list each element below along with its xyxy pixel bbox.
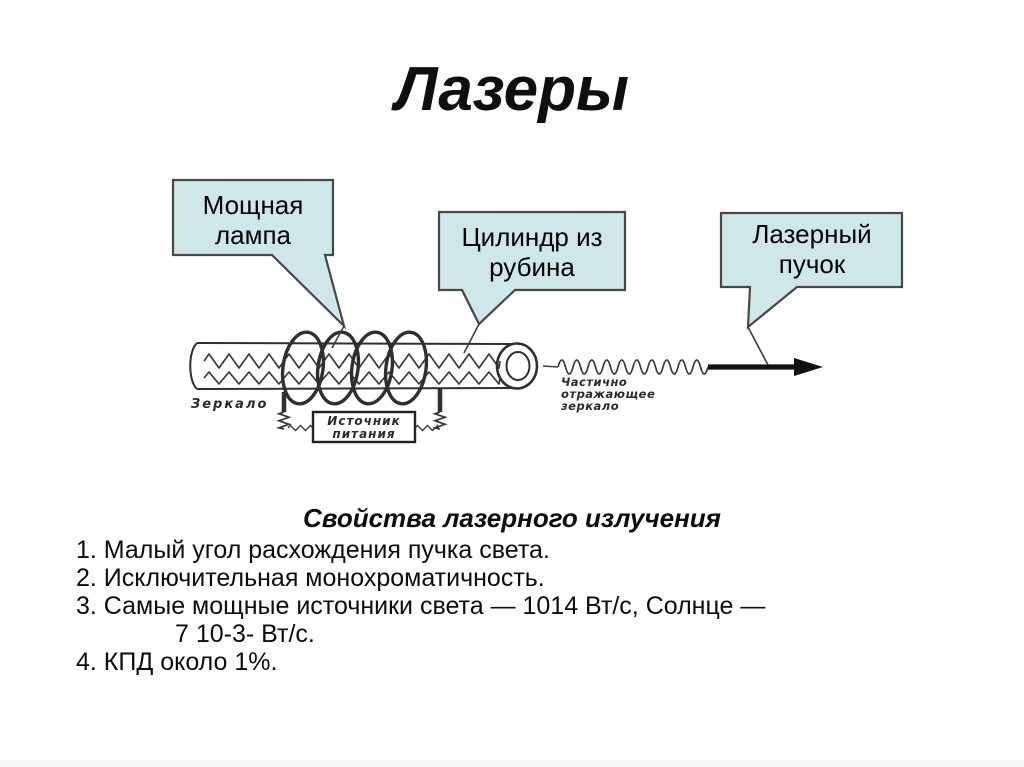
leader-line-lamp bbox=[331, 325, 345, 349]
leader-line-beam bbox=[747, 326, 769, 366]
arrow-head bbox=[794, 358, 823, 376]
list-item-3-continued: 7 10-3- Вт/с. bbox=[175, 620, 315, 648]
coil-turn bbox=[349, 330, 395, 406]
ruby-cylinder-drawing bbox=[189, 342, 539, 390]
callout-bubble-shape bbox=[437, 210, 627, 326]
callout-ruby-line2: рубина bbox=[489, 252, 575, 282]
callout-powerful-lamp: Мощная лампа bbox=[171, 178, 347, 349]
mirror-label: Зеркало bbox=[191, 397, 268, 412]
callout-ruby-cylinder: Цилиндр из рубина bbox=[437, 210, 627, 354]
output-wave bbox=[557, 359, 709, 375]
list-item-2: 2. Исключительная монохроматичность. bbox=[76, 564, 545, 592]
power-leads bbox=[275, 389, 448, 432]
callout-bubble-shape bbox=[171, 178, 347, 330]
partial-mirror-label-line3: зеркало bbox=[560, 399, 619, 413]
zigzag-wave-bottom bbox=[203, 371, 501, 385]
partial-mirror-label-line1: Частично bbox=[561, 375, 627, 389]
leader-line-ruby bbox=[463, 323, 480, 354]
left-lead-spring bbox=[275, 411, 292, 430]
page-title: Лазеры bbox=[395, 55, 629, 124]
coil-turn bbox=[280, 330, 326, 406]
list-item-3: 3. Самые мощные источники света — 1014 В… bbox=[76, 592, 766, 620]
laser-diagram: Источник питания Зеркало Частично отража… bbox=[171, 178, 904, 444]
coil-turn bbox=[315, 330, 361, 406]
coil-turn bbox=[383, 330, 429, 406]
left-lead-wire bbox=[287, 424, 314, 432]
callout-beam-line2: пучок bbox=[779, 249, 846, 279]
callout-laser-beam: Лазерный пучок bbox=[719, 211, 904, 366]
callout-lamp-line2: лампа bbox=[215, 220, 292, 250]
properties-list: 1. Малый угол расхождения пучка света. 2… bbox=[76, 536, 876, 676]
callout-lamp-line1: Мощная bbox=[203, 190, 304, 220]
callout-beam-line1: Лазерный bbox=[752, 219, 871, 249]
cylinder-end-inner-ellipse bbox=[505, 351, 531, 381]
cylinder-left-end bbox=[189, 342, 198, 390]
right-lead-wire bbox=[414, 424, 439, 432]
lamp-coil bbox=[280, 330, 429, 406]
callout-bubble-shape bbox=[719, 211, 904, 330]
output-tick bbox=[542, 365, 559, 368]
power-source-box bbox=[311, 410, 417, 444]
list-item-1: 1. Малый угол расхождения пучка света. bbox=[76, 536, 550, 564]
list-item-4: 4. КПД около 1%. bbox=[76, 648, 278, 676]
power-source-label-line1: Источник bbox=[327, 414, 400, 428]
power-source-label-line2: питания bbox=[332, 427, 395, 441]
properties-heading: Свойства лазерного излучения bbox=[303, 503, 721, 533]
bottom-edge bbox=[0, 760, 1024, 767]
callout-ruby-line1: Цилиндр из bbox=[461, 222, 602, 252]
cylinder-end-outer-ellipse bbox=[495, 342, 539, 390]
laser-beam-arrow bbox=[708, 358, 823, 376]
partial-mirror-label-line2: отражающее bbox=[561, 387, 655, 401]
